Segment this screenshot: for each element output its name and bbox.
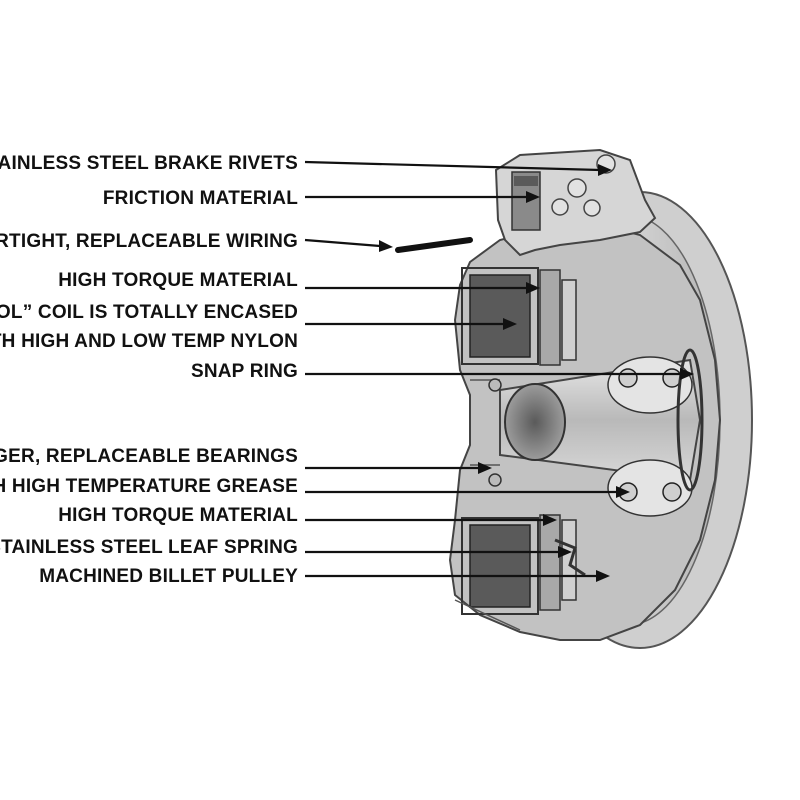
- rivet: [551, 198, 569, 216]
- leaf-spring: [554, 538, 586, 577]
- bearing-ball: [618, 368, 638, 388]
- arrowhead: [526, 191, 540, 203]
- shaft-bore: [504, 383, 566, 461]
- friction-pad: [514, 176, 538, 186]
- arrowhead: [379, 240, 393, 252]
- armature-plate: [561, 519, 577, 601]
- rivet: [583, 199, 601, 217]
- label-coil-line1: “RUN COOL” COIL IS TOTALLY ENCASED: [0, 302, 298, 323]
- arrowhead: [526, 282, 540, 294]
- leader-lines: [304, 160, 694, 582]
- label-wiring: WATERTIGHT, REPLACEABLE WIRING: [0, 231, 298, 252]
- rivet: [567, 178, 587, 198]
- bearing-ball: [662, 482, 682, 502]
- label-leaf-spring: STAINLESS STEEL LEAF SPRING: [0, 537, 298, 558]
- callout-labels: STAINLESS STEEL BRAKE RIVETS FRICTION MA…: [0, 153, 298, 587]
- arrowhead: [680, 368, 694, 380]
- arrowhead: [558, 546, 572, 558]
- label-bearings-line1: LARGER, REPLACEABLE BEARINGS: [0, 446, 298, 467]
- arrowhead: [598, 164, 612, 176]
- label-friction-material: FRICTION MATERIAL: [103, 188, 298, 209]
- leader-line: [304, 160, 601, 172]
- label-snap-ring: SNAP RING: [191, 361, 298, 382]
- clutch-illustration: [395, 148, 753, 649]
- arrowhead: [596, 570, 610, 582]
- seal: [488, 378, 502, 392]
- arrowhead: [478, 462, 492, 474]
- leader-line: [304, 238, 381, 248]
- arrowhead: [543, 514, 557, 526]
- arrowhead: [616, 486, 630, 498]
- label-coil-line2: WITH HIGH AND LOW TEMP NYLON: [0, 331, 298, 352]
- armature-plate: [561, 279, 577, 361]
- label-high-torque-bottom: HIGH TORQUE MATERIAL: [58, 505, 298, 526]
- label-bearings-line2: WITH HIGH TEMPERATURE GREASE: [0, 476, 298, 497]
- snap-ring: [676, 348, 704, 492]
- arrowhead: [503, 318, 517, 330]
- armature-plate: [539, 269, 561, 366]
- label-high-torque-top: HIGH TORQUE MATERIAL: [58, 270, 298, 291]
- label-billet-pulley: MACHINED BILLET PULLEY: [39, 566, 298, 587]
- seal: [488, 473, 502, 487]
- coil-bottom: [469, 524, 531, 608]
- coil-top-shell: [461, 267, 539, 365]
- wire-lead: [395, 237, 473, 253]
- coil-bottom-shell: [461, 517, 539, 615]
- label-brake-rivets: STAINLESS STEEL BRAKE RIVETS: [0, 153, 298, 174]
- armature-plate: [539, 514, 561, 611]
